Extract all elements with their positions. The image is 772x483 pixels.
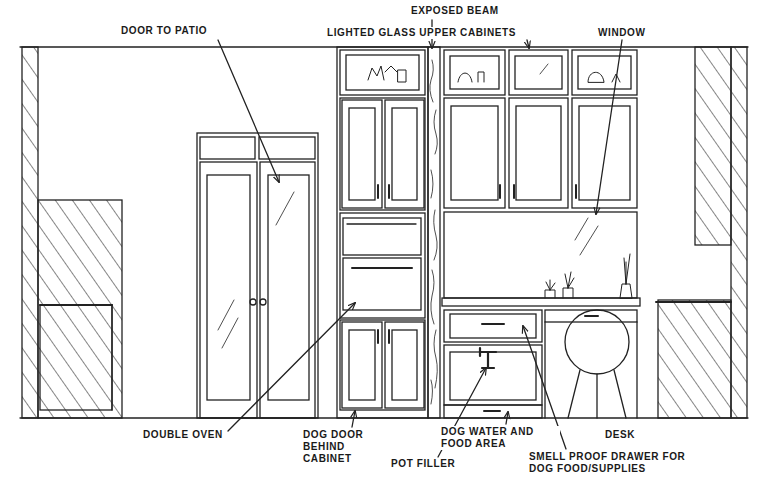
callout-label: WINDOW [597, 27, 646, 39]
callout-label: DESK [604, 429, 636, 441]
callout-label: POT FILLER [390, 458, 456, 470]
callout-label: LIGHTED GLASS UPPER CABINETS [326, 27, 517, 39]
callout-label: EXPOSED BEAM [410, 5, 500, 17]
callout-label: DOG DOOR BEHIND CABINET [302, 429, 376, 465]
callout-label: SMELL PROOF DRAWER FOR DOG FOOD/SUPPLIES [528, 451, 710, 475]
callout-label: DOG WATER AND FOOD AREA [440, 426, 560, 450]
callout-label: DOUBLE OVEN [142, 429, 224, 441]
callout-label: DOOR TO PATIO [120, 25, 208, 37]
